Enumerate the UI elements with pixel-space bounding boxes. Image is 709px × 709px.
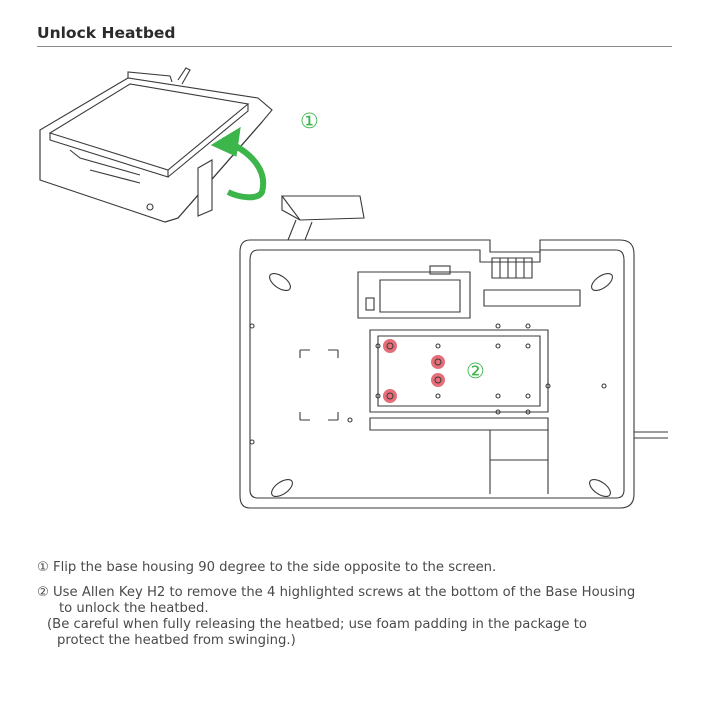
- note-step2-line2: to unlock the heatbed.: [59, 601, 209, 616]
- flip-arrow-icon: [210, 126, 267, 201]
- printer-base-small: [39, 67, 273, 223]
- step1-marker: ①: [300, 109, 319, 133]
- note-step1: ① Flip the base housing 90 degree to the…: [37, 560, 497, 575]
- page-title: Unlock Heatbed: [37, 24, 176, 42]
- note-step2-line3: (Be careful when fully releasing the hea…: [47, 617, 587, 632]
- note-step2-line4: protect the heatbed from swinging.): [57, 633, 296, 648]
- title-divider: [37, 46, 672, 47]
- step2-marker: ②: [466, 359, 485, 383]
- screw-icon: [383, 339, 445, 403]
- note-step2: ② Use Allen Key H2 to remove the 4 highl…: [37, 585, 677, 649]
- instruction-illustration: ①: [39, 67, 668, 509]
- note-step2-line1: ② Use Allen Key H2 to remove the 4 highl…: [37, 585, 636, 600]
- instruction-notes: ① Flip the base housing 90 degree to the…: [37, 560, 677, 658]
- base-housing-bottom: [239, 195, 668, 509]
